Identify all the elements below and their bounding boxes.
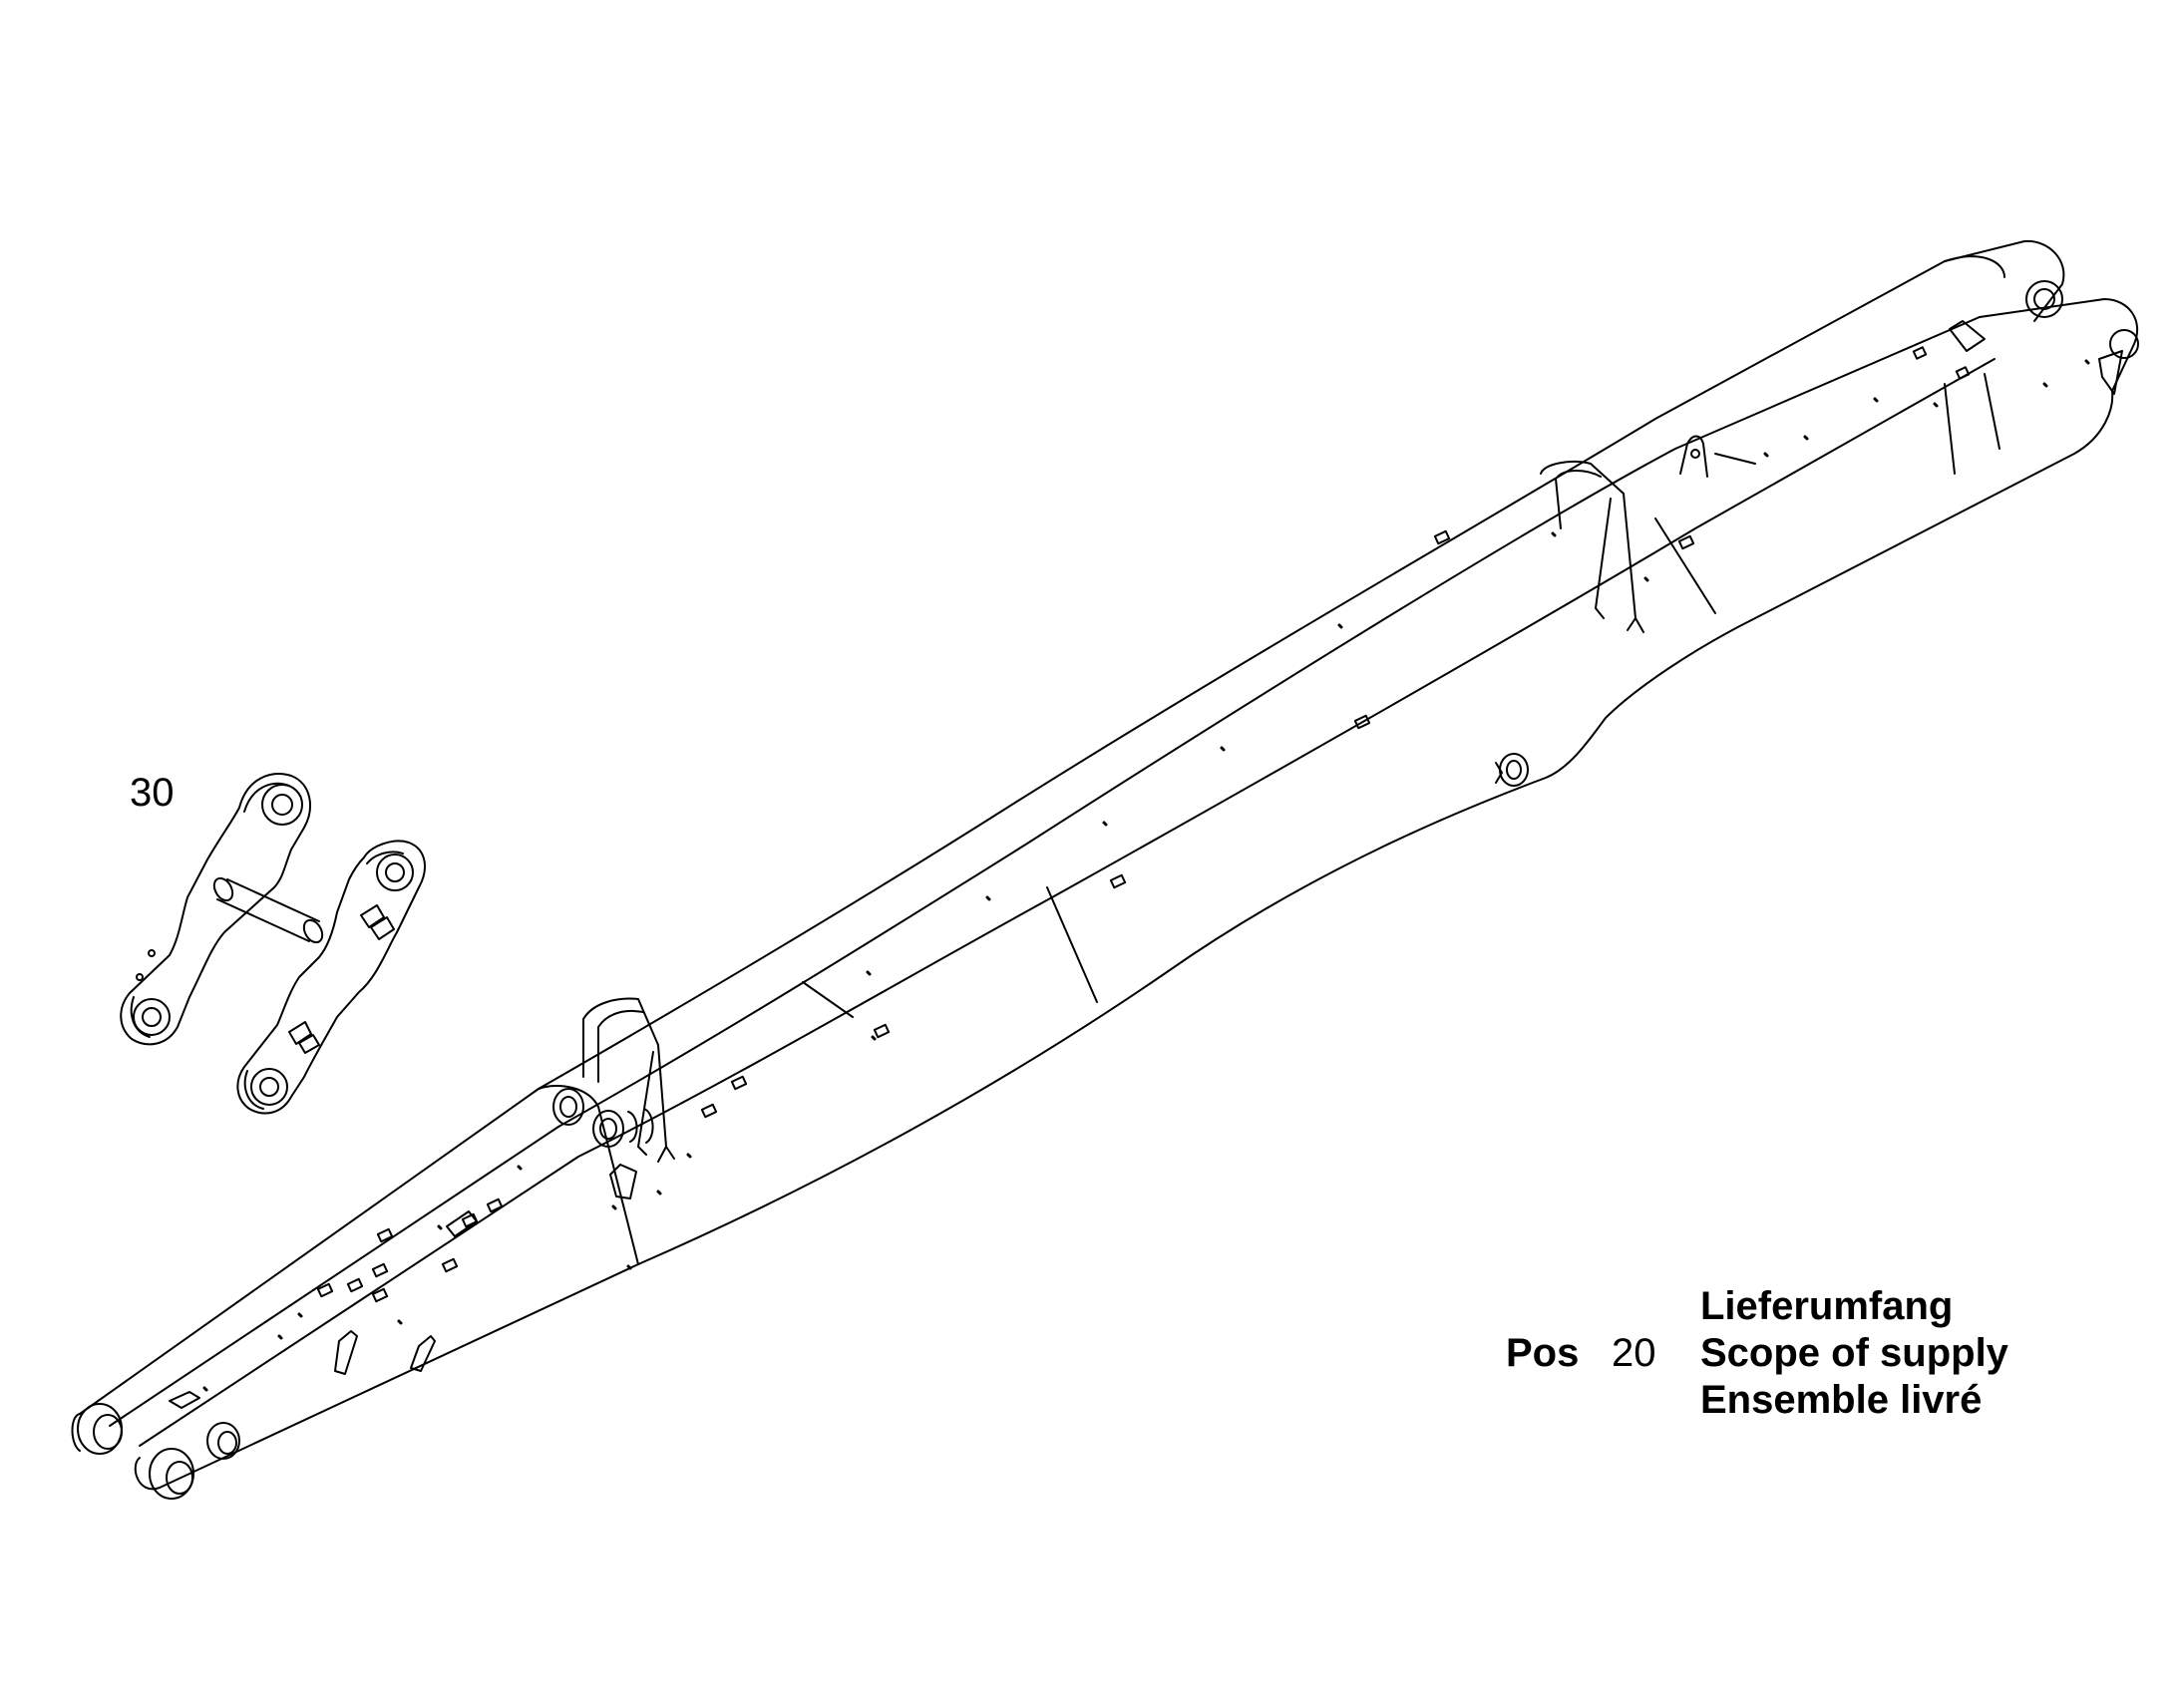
link-part-30 xyxy=(120,773,426,1115)
supply-line-fr: Ensemble livré xyxy=(1700,1378,1983,1422)
supply-line-en: Scope of supply xyxy=(1700,1331,2008,1375)
scope-of-supply-note: Pos 20 Lieferumfang Scope of supply Ense… xyxy=(1506,1286,2144,1426)
callout-30: 30 xyxy=(130,771,175,815)
pos-label: Pos xyxy=(1506,1331,1580,1375)
pos-number: 20 xyxy=(1612,1331,1656,1375)
boom-assembly xyxy=(71,239,2139,1500)
supply-line-de: Lieferumfang xyxy=(1700,1284,1954,1328)
